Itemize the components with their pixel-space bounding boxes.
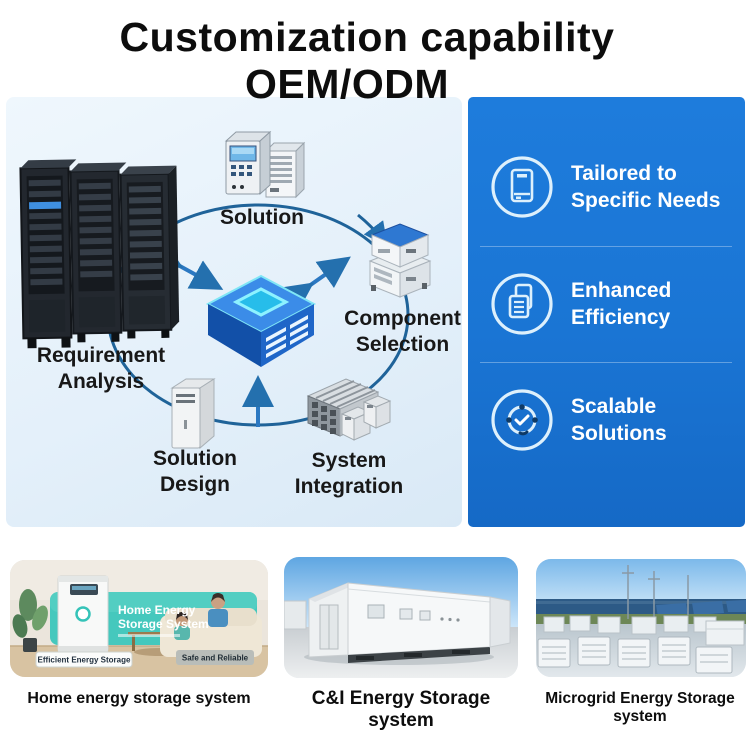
documents-icon [491, 273, 553, 335]
home-energy-storage-photo: Home Energy Storage System Efficient Ene… [10, 560, 268, 677]
feature-scalable: Scalable Solutions [490, 388, 730, 452]
process-diagram: Requirement Analysis Solution [6, 97, 462, 527]
badge-left: Efficient Energy Storage [35, 651, 133, 668]
product-card-ci [284, 557, 518, 678]
node-label-requirement-analysis: Requirement Analysis [36, 344, 166, 393]
feature-label: Tailored to Specific Needs [571, 162, 721, 212]
svg-text:Safe and Reliable: Safe and Reliable [182, 654, 249, 663]
title-line-2: OEM/ODM [245, 61, 449, 107]
compass-target-icon [491, 389, 553, 451]
title-line-1: Customization capability [119, 14, 615, 60]
product-caption-home: Home energy storage system [27, 690, 251, 707]
panel-divider [480, 246, 732, 247]
pc-tower-icon [170, 378, 216, 450]
product-caption-microgrid: Microgrid Energy Storage system [545, 690, 735, 725]
feature-label: Scalable Solutions [571, 395, 667, 445]
plant-decoration [12, 589, 48, 652]
panel-divider [480, 362, 732, 363]
node-label-system-integration: System Integration [294, 449, 404, 498]
product-card-home: Home Energy Storage System Efficient Ene… [10, 560, 268, 677]
microgrid-energy-storage-photo [536, 559, 746, 677]
stacked-modules-icon [368, 223, 432, 298]
node-label-solution-design: Solution Design [153, 447, 237, 496]
svg-text:Storage System: Storage System [118, 617, 209, 631]
integration-module-icon [306, 378, 392, 441]
page-title: Customization capability OEM/ODM [0, 14, 750, 108]
ci-energy-storage-photo [284, 557, 518, 678]
product-card-microgrid [536, 559, 746, 677]
svg-text:Efficient Energy Storage: Efficient Energy Storage [38, 656, 131, 665]
svg-text:Home Energy: Home Energy [118, 603, 196, 617]
server-racks-icon [19, 159, 180, 349]
feature-efficiency: Enhanced Efficiency [490, 272, 730, 336]
feature-label: Enhanced Efficiency [571, 279, 672, 329]
feature-tailored: Tailored to Specific Needs [490, 155, 730, 219]
tower-servers-icon [224, 130, 306, 199]
node-label-solution: Solution [220, 206, 304, 229]
badge-right: Safe and Reliable [176, 650, 254, 665]
product-caption-ci: C&I Energy Storage system [311, 688, 491, 731]
blue-isometric-cube-icon [205, 274, 317, 367]
node-label-component-selection: Component Selection [344, 307, 461, 356]
tablet-icon [491, 156, 553, 218]
benefits-panel: Tailored to Specific Needs Enhanced Effi… [468, 97, 745, 527]
